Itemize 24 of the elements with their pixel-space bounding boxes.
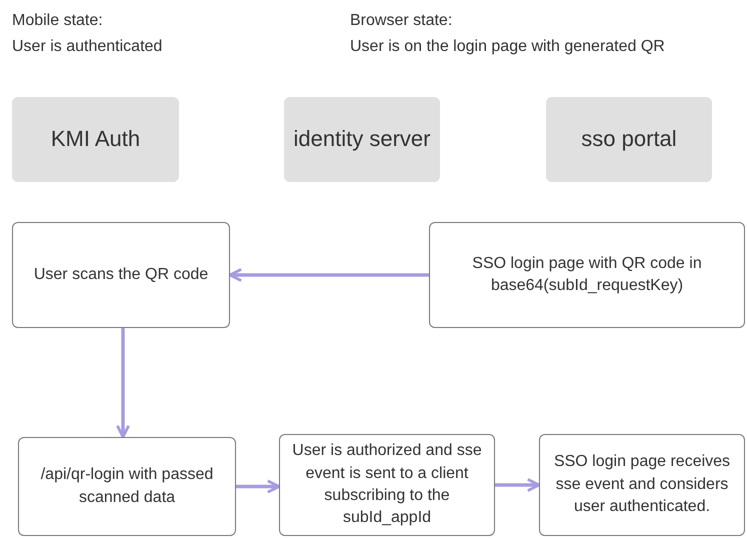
- node-text: User is authorized and sse event is sent to a client subscribing to the subId_appId: [291, 441, 483, 528]
- node-text: /api/qr-login with passed scanned data: [40, 465, 214, 508]
- process-box: [279, 434, 495, 536]
- node-text: SSO login page receives sse event and considers user authenticated.: [552, 452, 732, 518]
- lane-header-box: [546, 97, 712, 182]
- node-text: User scans the QR code: [34, 264, 208, 285]
- arrow: [116, 328, 130, 438]
- arrow: [236, 480, 280, 494]
- process-box: [429, 222, 745, 328]
- lane-header-box: [284, 97, 440, 182]
- arrow: [228, 268, 429, 282]
- arrow: [495, 478, 540, 492]
- node-text: identity server: [294, 125, 430, 154]
- node-text: KMI Auth: [50, 125, 140, 154]
- process-box: [539, 434, 745, 536]
- node-text: sso portal: [581, 125, 677, 154]
- state-note: Browser state:: [350, 12, 452, 30]
- state-note: User is on the login page with generated QR: [350, 38, 665, 56]
- node-text: SSO login page with QR code in base64(subId_requestKey): [471, 254, 703, 296]
- process-box: [18, 437, 236, 536]
- state-note: User is authenticated: [12, 38, 162, 56]
- lane-header-box: [12, 97, 179, 182]
- process-box: [12, 222, 230, 328]
- state-note: Mobile state:: [12, 12, 103, 30]
